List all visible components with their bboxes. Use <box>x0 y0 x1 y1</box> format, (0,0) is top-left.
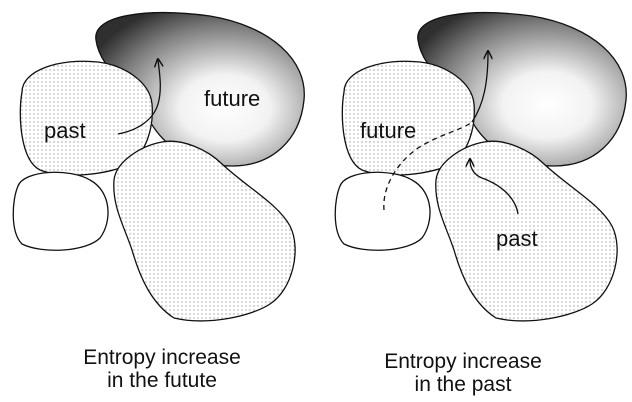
right-past-label: past <box>496 226 538 251</box>
left-caption-line1: Entropy increase <box>22 346 302 369</box>
right-caption-line2: in the past <box>323 373 603 396</box>
left-blank-region <box>13 172 108 250</box>
left-caption-line2: in the futute <box>22 369 302 392</box>
left-past-label: past <box>44 118 86 143</box>
right-blank-region <box>335 172 430 250</box>
left-future-label: future <box>204 86 260 111</box>
right-future-label: future <box>360 118 416 143</box>
left-large-region <box>114 141 295 321</box>
left-caption: Entropy increase in the futute <box>22 346 302 392</box>
left-panel: past future <box>13 13 304 321</box>
right-panel: future past <box>335 13 626 321</box>
right-caption-line1: Entropy increase <box>323 350 603 373</box>
right-caption: Entropy increase in the past <box>323 350 603 396</box>
